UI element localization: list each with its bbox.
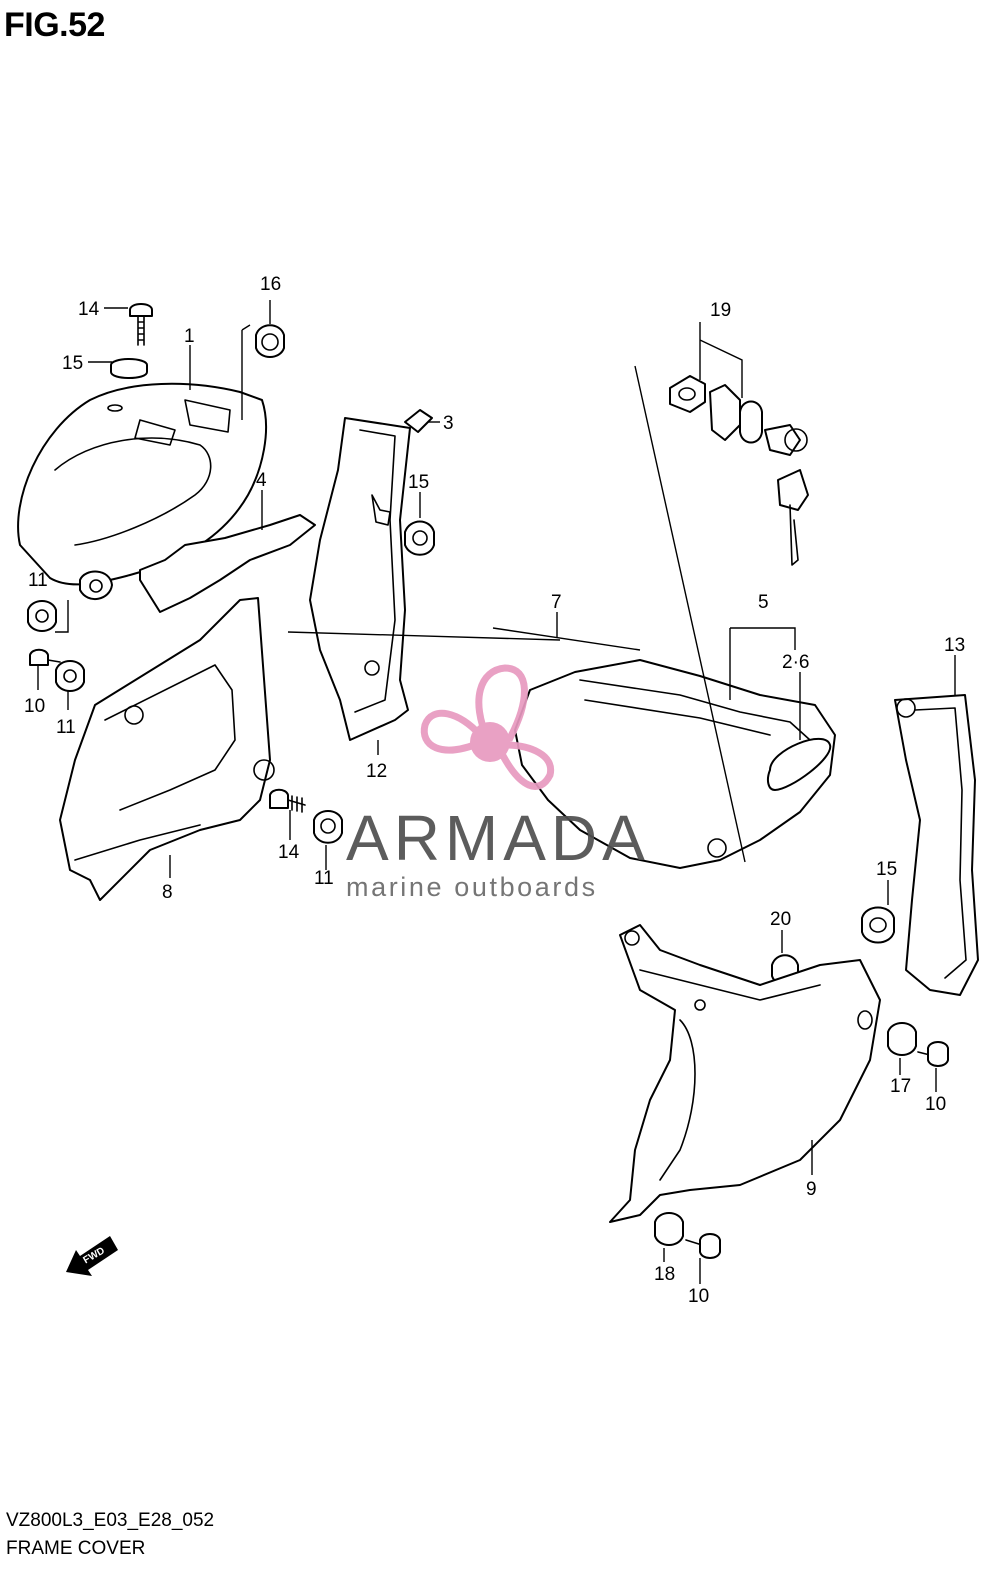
part-10-bolt-b [917, 1041, 949, 1067]
callout-14: 14 [78, 299, 100, 320]
figure-code: VZ800L3_E03_E28_052 [6, 1510, 215, 1531]
part-17-grommet [887, 1022, 917, 1056]
callout-10-b: 10 [925, 1094, 946, 1115]
part-12-side-panel [309, 417, 411, 741]
part-3-collar [404, 409, 433, 433]
part-11-grommet-c [313, 810, 343, 844]
figure-name: FRAME COVER [6, 1538, 146, 1559]
propeller-logo-icon [420, 664, 555, 790]
callout-13: 13 [944, 635, 965, 656]
callout-15-mid: 15 [408, 472, 429, 493]
callout-17: 17 [890, 1076, 911, 1097]
callout-11-c: 11 [314, 868, 334, 889]
watermark-brand: ARMADA [346, 802, 650, 874]
part-5-side-cover [514, 659, 836, 869]
callout-20: 20 [770, 909, 791, 930]
callout-11-a: 11 [28, 570, 48, 591]
part-13-rear-panel [894, 694, 979, 996]
watermark: ARMADA marine outboards [346, 664, 650, 902]
part-14-screw-mid [269, 788, 306, 813]
callout-7: 7 [551, 592, 562, 613]
part-10-bolt-a [29, 648, 61, 666]
callout-1: 1 [184, 326, 195, 347]
callout-10-a: 10 [24, 696, 45, 717]
callout-15-right: 15 [876, 859, 897, 880]
callout-12: 12 [366, 761, 387, 782]
callout-18: 18 [654, 1264, 675, 1285]
callout-2-6: 2·6 [782, 652, 809, 673]
part-10-bolt-c [685, 1233, 721, 1259]
part-8-lower-cover [59, 597, 275, 901]
part-19-lock-set [669, 375, 809, 566]
callout-4: 4 [256, 470, 267, 491]
callout-5: 5 [758, 592, 769, 613]
callout-9: 9 [806, 1179, 817, 1200]
part-18-grommet [654, 1212, 684, 1246]
part-11-grommet-b [55, 660, 85, 692]
part-14-screw-top [129, 303, 153, 346]
part-16-grommet [255, 324, 285, 358]
part-4-gasket [139, 514, 316, 613]
part-11-grommet-a [27, 600, 57, 632]
callout-14-mid: 14 [278, 842, 300, 863]
callout-8: 8 [162, 882, 173, 903]
callout-15: 15 [62, 353, 83, 374]
callout-16: 16 [260, 274, 281, 295]
part-1-upper-cover [17, 382, 268, 600]
callout-3: 3 [443, 413, 454, 434]
callout-labels: 14 15 1 16 4 3 15 12 11 10 11 8 14 11 7 … [24, 274, 965, 1307]
part-15-grommet-top [110, 358, 148, 379]
leader-lines [37, 300, 956, 1284]
part-9-lower-cover [609, 924, 881, 1223]
figure-title: FIG.52 [4, 6, 105, 44]
fwd-arrow-icon: FWD [66, 1236, 118, 1276]
part-15-grommet-mid [404, 520, 435, 556]
part-15-grommet-right [861, 906, 895, 944]
callout-11-b: 11 [56, 717, 76, 738]
callout-10-c: 10 [688, 1286, 709, 1307]
watermark-tagline: marine outboards [346, 872, 598, 902]
callout-19: 19 [710, 300, 731, 321]
